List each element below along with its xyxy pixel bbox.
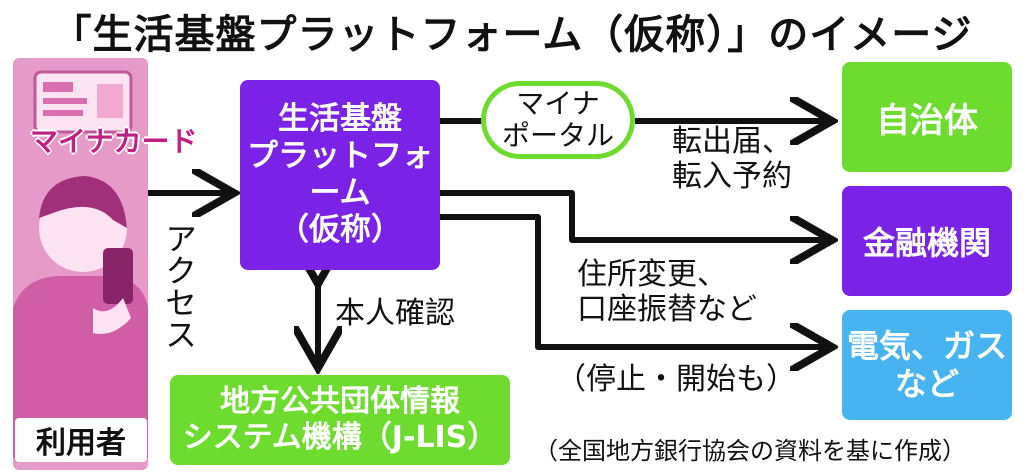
- identity-label: 本人確認: [335, 296, 455, 331]
- utilities-box: 電気、ガス など: [842, 310, 1012, 420]
- address-change-label: 住所変更、 口座振替など: [577, 257, 757, 328]
- person-icon: [13, 176, 148, 458]
- financial-institution-box: 金融機関: [842, 186, 1012, 296]
- page-title: 「生活基盤プラットフォーム（仮称）」のイメージ: [51, 12, 973, 58]
- stop-start-label: （停止・開始も）: [556, 362, 796, 397]
- platform-box: 生活基盤 プラットフォーム （仮称）: [240, 80, 440, 270]
- my-number-card-icon: [33, 70, 133, 134]
- card-label: マイナカード: [30, 125, 198, 158]
- user-label: 利用者: [15, 418, 147, 462]
- municipality-box: 自治体: [842, 62, 1012, 172]
- utilities-arrow: [440, 214, 826, 347]
- jlis-box: 地方公共団体情報 システム機構（J-LIS）: [170, 375, 510, 465]
- financial-arrow: [440, 190, 826, 240]
- moving-label: 転出届、 転入予約: [672, 124, 792, 195]
- user-panel: [13, 58, 148, 470]
- myna-portal-box: マイナ ポータル: [481, 81, 635, 159]
- source-note: （全国地方銀行協会の資料を基に作成）: [534, 437, 966, 465]
- access-label: アクセス: [160, 222, 198, 350]
